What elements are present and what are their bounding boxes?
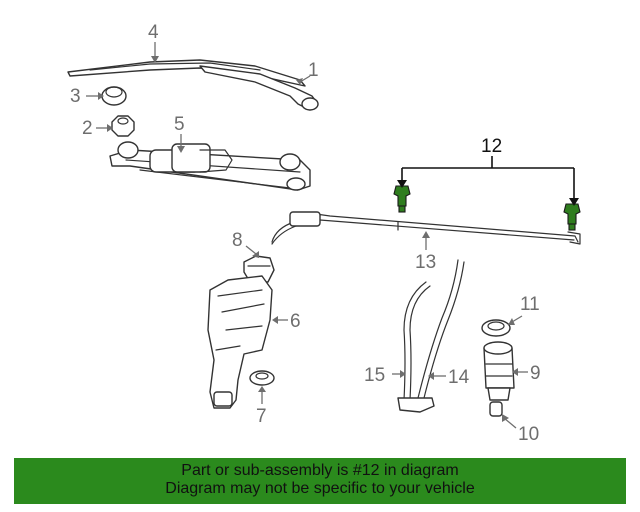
- callout-14: 14: [448, 367, 470, 388]
- washer-pump: [483, 341, 515, 401]
- arm-nut-cap: [101, 86, 127, 106]
- callout-11: 11: [520, 294, 540, 315]
- callout-5: 5: [174, 114, 185, 135]
- callout-2: 2: [82, 118, 93, 139]
- leader-lines: [86, 42, 579, 429]
- pump-grommet: [481, 319, 511, 337]
- callout-1: 1: [308, 60, 319, 81]
- washer-nozzle-right: [563, 203, 581, 231]
- callout-12: 12: [481, 136, 502, 157]
- washer-reservoir: [207, 275, 273, 409]
- callout-9: 9: [530, 363, 541, 384]
- washer-hose: [271, 211, 581, 245]
- wiper-blade: [67, 59, 306, 87]
- reservoir-filler-neck: [243, 255, 275, 283]
- callout-10: 10: [518, 424, 539, 445]
- reservoir-grommet: [249, 370, 275, 386]
- callout-4: 4: [148, 22, 159, 43]
- washer-nozzle-left: [393, 185, 411, 213]
- wiper-linkage-motor: [109, 141, 311, 191]
- callout-7: 7: [256, 406, 267, 427]
- pump-outlet: [489, 401, 503, 417]
- callout-15: 15: [364, 365, 385, 386]
- info-banner: Part or sub-assembly is #12 in diagram D…: [14, 458, 626, 504]
- parts-diagram: 4 1 3 2 5 12 8 13 11 6 9 15 14 7 10: [67, 22, 581, 445]
- wiper-arm: [199, 65, 319, 111]
- callout-8: 8: [232, 230, 243, 251]
- banner-line-part-info: Part or sub-assembly is #12 in diagram: [181, 462, 459, 479]
- washer-hose-14: [397, 259, 465, 413]
- washer-hose-15: [403, 281, 431, 401]
- callout-13: 13: [415, 252, 436, 273]
- banner-line-disclaimer: Diagram may not be specific to your vehi…: [165, 480, 475, 497]
- callout-3: 3: [70, 86, 81, 107]
- pivot-nut: [111, 115, 135, 137]
- callout-6: 6: [290, 311, 301, 332]
